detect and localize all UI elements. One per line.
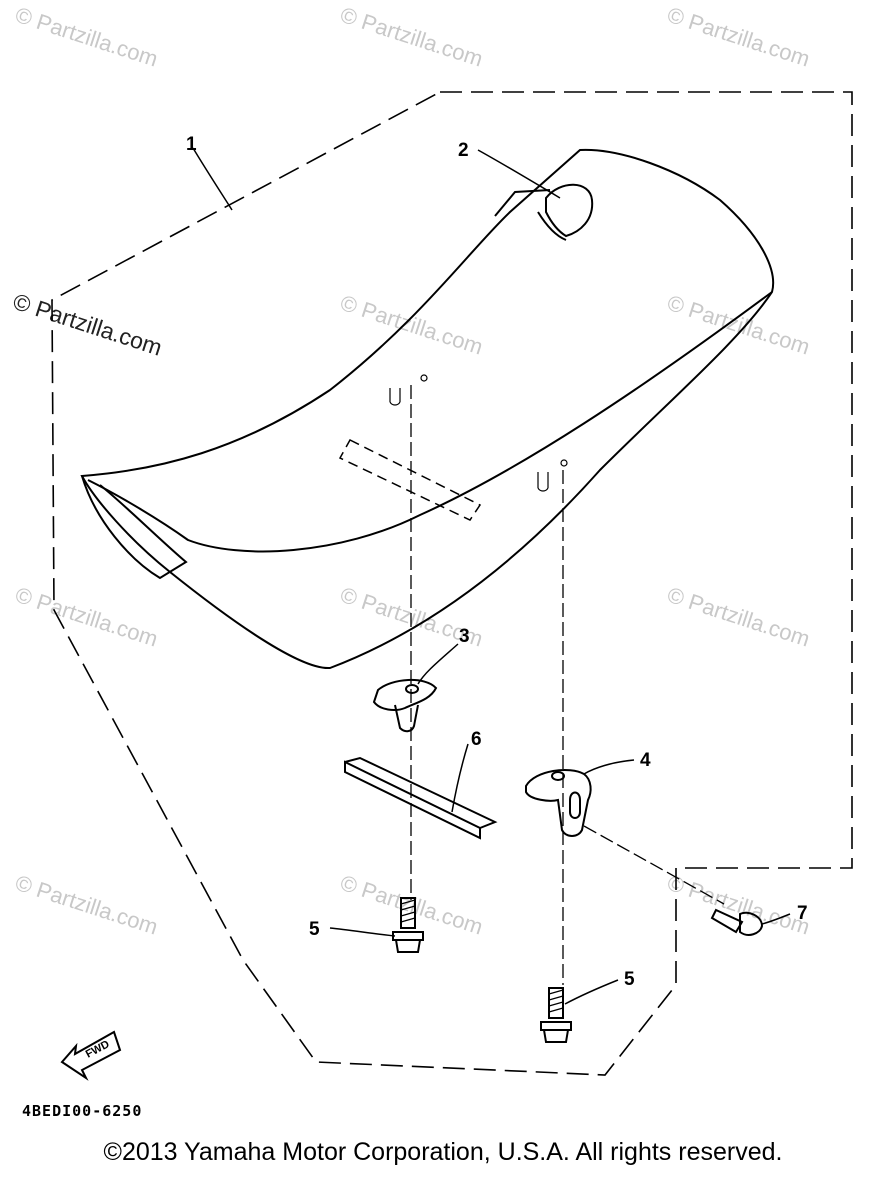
bolt-part-5-right [540,987,572,1043]
seat-bushing-part-2 [545,183,594,238]
seat-part-1 [80,148,775,670]
callout-5-left: 5 [309,919,320,940]
callout-4: 4 [640,750,651,771]
fwd-arrow-icon: FWD [60,1030,122,1081]
bracket-part-3 [372,678,438,733]
drawing-code: 4BEDI00-6250 [22,1102,142,1120]
callout-3: 3 [459,626,470,647]
spacer-part-6 [344,756,498,840]
callout-7: 7 [797,903,808,924]
bolt-part-7 [583,825,764,936]
bracket-part-4 [525,769,592,837]
callout-2: 2 [458,140,469,161]
assembly-boundary [51,91,853,1076]
copyright-notice: ©2013 Yamaha Motor Corporation, U.S.A. A… [103,1138,783,1166]
callout-1: 1 [186,134,197,155]
bolt-part-5-left [392,897,424,953]
callout-6: 6 [471,729,482,750]
callout-5-right: 5 [624,969,635,990]
